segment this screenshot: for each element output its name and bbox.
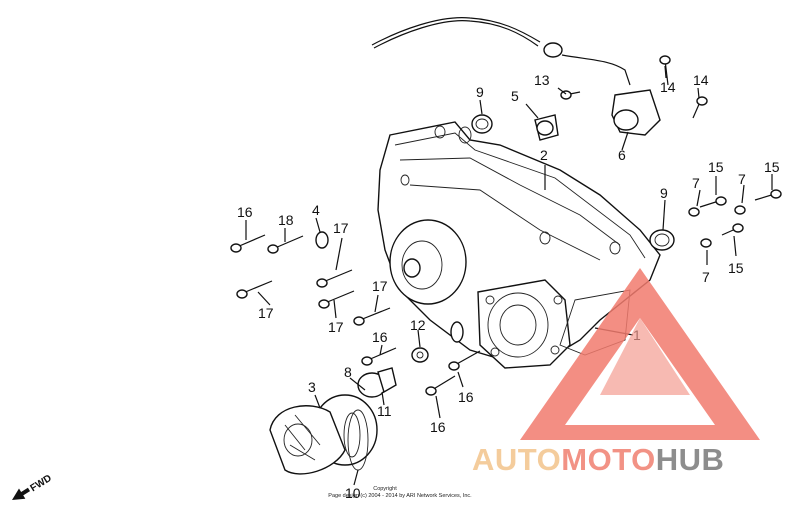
callout-14b: 14 [693, 72, 709, 88]
callout-7b: 7 [738, 171, 746, 187]
fwd-label: FWD [29, 473, 54, 494]
callout-3: 3 [308, 379, 316, 395]
washer-12 [411, 347, 429, 363]
callout-9a: 9 [476, 84, 484, 100]
copyright-line-1: Copyright [373, 486, 397, 492]
cable-wire [371, 17, 631, 86]
fwd-direction-marker: FWD [12, 473, 54, 500]
copyright-line-2: Page design (c) 2004 - 2014 by ARI Netwo… [328, 493, 472, 499]
callout-16d: 16 [430, 419, 446, 435]
callout-18: 18 [278, 212, 294, 228]
watermark-logo: AUTOMOTOHUB [472, 268, 760, 477]
callout-17d: 17 [372, 278, 388, 294]
callout-7c: 7 [702, 269, 710, 285]
bolts [230, 55, 782, 396]
callout-17c: 17 [328, 319, 344, 335]
callout-16c: 16 [458, 389, 474, 405]
leader-lines [245, 65, 773, 486]
collar-part-5 [534, 114, 559, 141]
callout-11: 11 [377, 403, 392, 419]
callout-15b: 15 [764, 159, 780, 175]
pump-housing [477, 279, 571, 369]
plug-part-8-11 [357, 367, 397, 398]
watermark-text: AUTOMOTOHUB [472, 442, 724, 477]
callout-17a: 17 [333, 220, 349, 236]
o-ring-9-top [471, 114, 493, 134]
callout-16a: 16 [237, 204, 253, 220]
callout-15c: 15 [728, 260, 744, 276]
callout-2: 2 [540, 147, 548, 163]
switch-part-6 [611, 89, 661, 136]
callout-16b: 16 [372, 329, 388, 345]
callout-13: 13 [534, 72, 550, 88]
watermark-triangle-icon [520, 268, 760, 440]
fwd-arrow-icon [12, 487, 31, 500]
callout-7a: 7 [692, 175, 700, 191]
crankcase-cover [377, 121, 661, 366]
callout-17b: 17 [258, 305, 274, 321]
callout-labels: 1 2 3 4 5 6 7 7 7 8 9 9 10 11 12 13 14 1… [237, 72, 780, 501]
callout-6: 6 [618, 147, 626, 163]
seal [450, 321, 464, 343]
o-ring-9-right [649, 229, 675, 251]
watermark-moto: MOTO [561, 442, 655, 477]
callout-4: 4 [312, 202, 320, 218]
callout-15a: 15 [708, 159, 724, 175]
callout-14a: 14 [660, 79, 676, 95]
callout-5: 5 [511, 88, 519, 104]
callout-9b: 9 [660, 185, 668, 201]
callout-12: 12 [410, 317, 426, 333]
water-pump-assembly-3 [269, 394, 378, 475]
callout-10: 10 [345, 485, 361, 501]
watermark-hub: HUB [656, 442, 725, 477]
watermark-auto: AUTO [472, 442, 561, 477]
callout-8: 8 [344, 364, 352, 380]
